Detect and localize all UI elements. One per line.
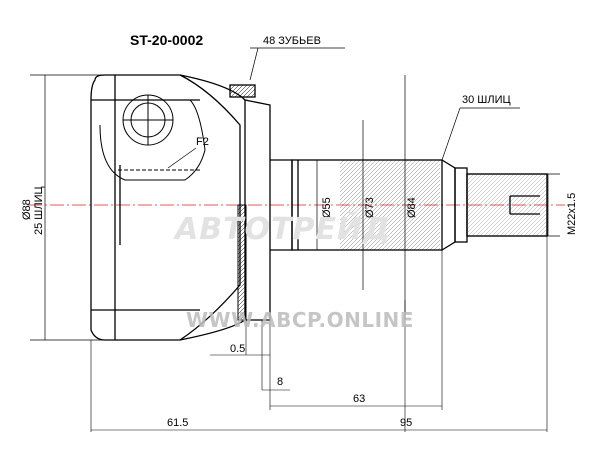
ball-cage <box>99 94 206 181</box>
outer-splines-label: 30 ШЛИЦ <box>462 94 511 106</box>
part-number-title: ST-20-0002 <box>130 32 204 48</box>
d73-label: Ø73 <box>364 197 376 218</box>
dim-05-label: 0.5 <box>230 343 245 355</box>
site-watermark: WWW.ABCP.ONLINE <box>186 308 414 332</box>
d88-label: Ø88 <box>21 199 33 220</box>
d55-label: Ø55 <box>321 197 333 218</box>
dim-615-label: 61.5 <box>167 417 188 429</box>
inner-splines-label: 25 ШЛИЦ <box>33 186 45 235</box>
teeth-label: 48 ЗУБЬЕВ <box>263 35 321 47</box>
diameter-dims <box>30 74 560 341</box>
d84-label: Ø84 <box>406 197 418 218</box>
dim-95-label: 95 <box>400 417 412 429</box>
horizontal-dims <box>91 354 547 431</box>
thread-label: M22x1.5 <box>566 193 578 235</box>
f2-label: F2 <box>196 136 209 148</box>
abs-ring <box>237 204 247 321</box>
dim-8-label: 8 <box>277 376 283 388</box>
dim-63-label: 63 <box>353 393 365 405</box>
hub-flange <box>179 74 271 341</box>
extension-lines <box>90 236 548 432</box>
leader-lines <box>167 47 520 169</box>
shaft <box>270 159 548 251</box>
brand-watermark: АВТОТРЕЙД <box>175 212 391 247</box>
outer-housing <box>90 74 241 341</box>
